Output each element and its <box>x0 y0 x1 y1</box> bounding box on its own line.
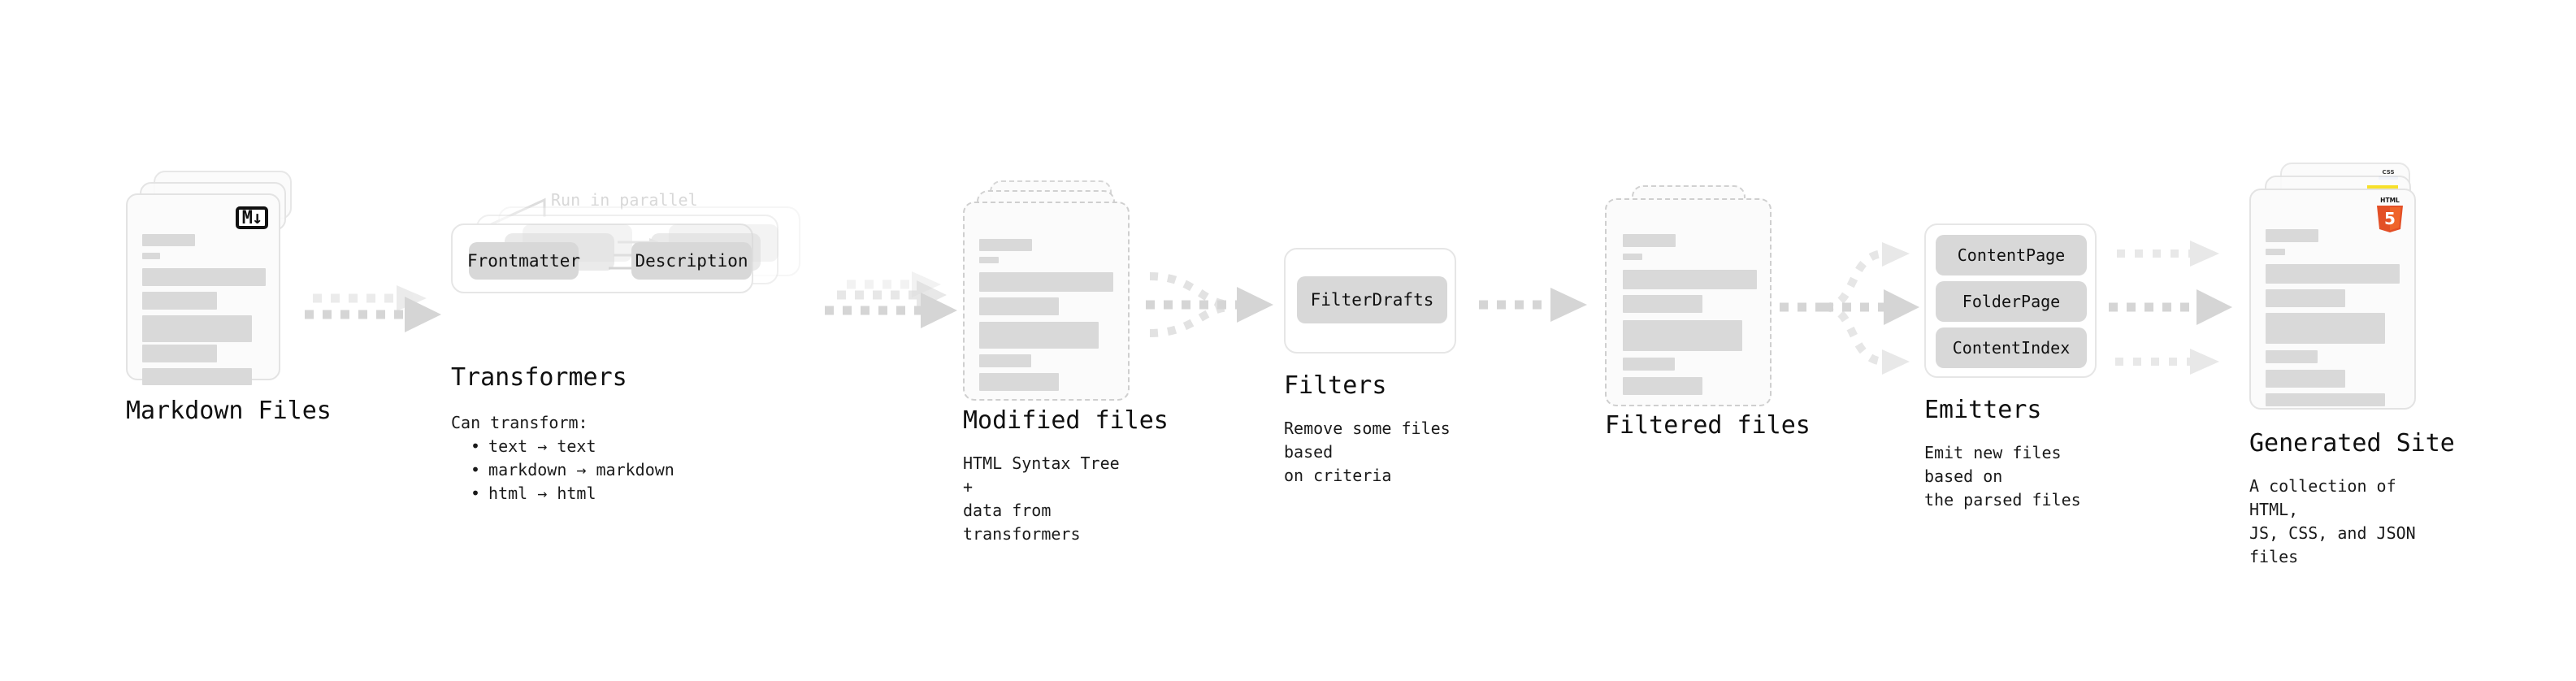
markdown-card-front-overlay <box>126 193 280 385</box>
generated-site-subtitle: A collection of HTML, JS, CSS, and JSON … <box>2249 476 2416 566</box>
svg-text:HTML: HTML <box>2380 197 2400 204</box>
stage-generated-site: CSS HTML 5 <box>2249 163 2455 566</box>
skeleton-bar <box>2266 229 2318 242</box>
site-card-front-html: HTML 5 <box>2249 189 2416 410</box>
run-in-parallel-label: Run in parallel <box>551 190 698 210</box>
markdown-badge-icon: M↓ <box>236 206 268 229</box>
transformers-bullet: markdown → markdown <box>471 458 674 482</box>
skeleton-bar <box>1623 377 1702 395</box>
skeleton-bar <box>2266 350 2318 363</box>
skeleton-bar <box>979 297 1059 315</box>
transformers-box-stack: Frontmatter Description <box>451 189 833 302</box>
generated-site-card-stack: CSS HTML 5 <box>2249 163 2428 410</box>
filtered-files-card-stack <box>1605 185 1780 406</box>
skeleton-bar <box>1623 295 1702 313</box>
markdown-files-card-stack: M↓ <box>126 171 301 385</box>
skeleton-bar <box>979 373 1059 391</box>
transformer-pill-description[interactable]: Description <box>631 242 752 280</box>
transformers-bullet-list: text → text markdown → markdown html → h… <box>451 435 674 505</box>
stage-emitters: ContentPage FolderPage ContentIndex Emit… <box>1924 223 2111 510</box>
skeleton-bar <box>142 234 195 246</box>
filtered-files-title: Filtered files <box>1605 411 1811 440</box>
skeleton-bar <box>142 368 252 385</box>
skeleton-bar <box>2266 370 2345 388</box>
connector-modified-to-filters <box>1146 272 1273 337</box>
filters-subtitle: Remove some files based on criteria <box>1284 419 1451 485</box>
generated-site-title: Generated Site <box>2249 429 2455 458</box>
skeleton-bar <box>1623 320 1742 351</box>
emitters-title: Emitters <box>1924 396 2042 424</box>
skeleton-bar <box>1623 234 1676 247</box>
skeleton-bar <box>142 268 266 286</box>
svg-text:5: 5 <box>2384 209 2396 228</box>
connector-filtered-to-emitters <box>1780 242 1919 375</box>
connector-filters-to-filtered <box>1479 288 1587 322</box>
html5-badge-icon: HTML 5 <box>2377 197 2403 232</box>
skeleton-bar <box>1623 254 1642 260</box>
skeleton-bar <box>142 253 160 259</box>
stage-filters: FilterDrafts Filters Remove some files b… <box>1284 248 1463 485</box>
skeleton-bar <box>2266 289 2345 307</box>
skeleton-bar <box>979 354 1031 367</box>
skeleton-bar <box>979 272 1113 292</box>
emitter-pill-contentindex[interactable]: ContentIndex <box>1936 327 2087 368</box>
skeleton-bar <box>979 239 1032 251</box>
skeleton-bar <box>1623 358 1675 371</box>
modified-files-subtitle: HTML Syntax Tree + data from transformer… <box>963 453 1120 544</box>
transformer-pill-frontmatter[interactable]: Frontmatter <box>467 242 580 280</box>
skeleton-bar <box>142 292 217 310</box>
skeleton-bar <box>2266 249 2285 255</box>
skeleton-bar <box>979 322 1099 349</box>
stage-markdown-files: M↓ Markdown Files <box>126 171 332 425</box>
filtered-card-front <box>1605 198 1772 406</box>
emitters-box-stack: ContentPage FolderPage ContentIndex <box>1924 223 2111 386</box>
skeleton-bar <box>979 257 999 263</box>
stage-modified-files: Modified files HTML Syntax Tree + data f… <box>963 180 1169 544</box>
skeleton-bar <box>142 345 217 362</box>
transformers-subtitle-heading: Can transform: <box>451 413 588 432</box>
skeleton-bar <box>2266 264 2400 284</box>
filters-title: Filters <box>1284 371 1387 400</box>
transformers-bullet: text → text <box>471 435 674 458</box>
skeleton-bar <box>1623 270 1757 289</box>
stage-transformers: Run in parallel <box>451 189 833 503</box>
modified-files-title: Modified files <box>963 406 1169 435</box>
modified-card-front <box>963 202 1130 401</box>
connector-markdown-to-transformers <box>305 285 441 332</box>
skeleton-bar <box>142 315 252 342</box>
emitter-pill-folderpage[interactable]: FolderPage <box>1936 281 2087 322</box>
skeleton-bar <box>2266 313 2385 344</box>
emitter-pill-contentpage[interactable]: ContentPage <box>1936 235 2087 275</box>
transformers-bullet: html → html <box>471 482 674 505</box>
modified-files-card-stack <box>963 180 1138 401</box>
stage-filtered-files: Filtered files <box>1605 185 1811 440</box>
filter-pill-filterdrafts[interactable]: FilterDrafts <box>1297 276 1447 323</box>
skeleton-bar <box>2266 393 2385 406</box>
transformers-subtitle: Can transform: text → text markdown → ma… <box>451 411 674 505</box>
connector-transformers-to-modified <box>825 271 957 328</box>
connector-emitters-to-site <box>2109 241 2232 375</box>
transformers-title: Transformers <box>451 363 627 392</box>
svg-text:CSS: CSS <box>2382 169 2394 176</box>
markdown-files-title: Markdown Files <box>126 397 332 425</box>
filters-box-stack: FilterDrafts <box>1284 248 1463 362</box>
emitters-subtitle: Emit new files based on the parsed files <box>1924 443 2081 510</box>
